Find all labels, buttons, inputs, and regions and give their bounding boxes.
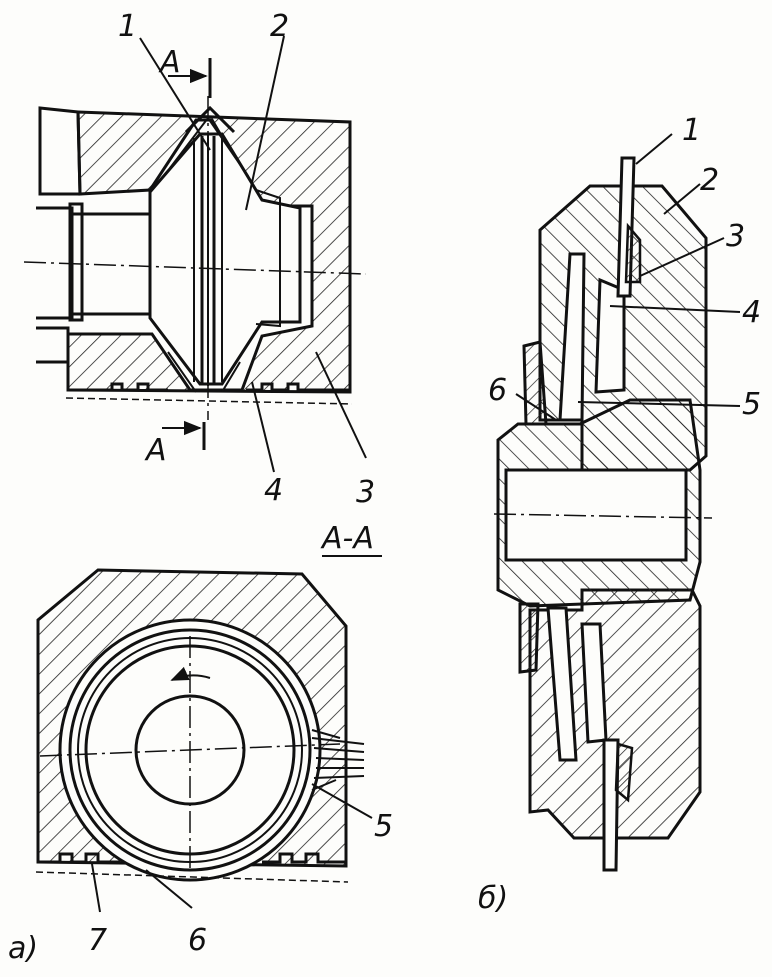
feed-lines <box>311 729 365 791</box>
taper-insert-upper-2 <box>594 277 626 394</box>
central-cavity <box>148 132 302 386</box>
label-a-2: 2 <box>270 9 289 44</box>
taper-insert-lower-2 <box>580 622 608 744</box>
caption-b: б) <box>478 881 508 916</box>
blade-clamp-upper <box>624 222 642 284</box>
cross-base-line <box>35 871 349 883</box>
blade-lower <box>602 738 620 872</box>
label-section-bottom: A <box>144 433 167 468</box>
label-a-6: 6 <box>188 923 207 958</box>
label-a-3: 3 <box>356 475 375 510</box>
label-a-1: 1 <box>118 9 137 44</box>
caption-a: а) <box>8 931 38 966</box>
view-b-tool-section <box>493 133 741 872</box>
labels-view-b: 1 2 3 4 5 6 б) <box>478 113 761 916</box>
label-a-7: 7 <box>88 923 107 958</box>
leader-b4 <box>609 305 741 313</box>
label-b-6: 6 <box>488 373 507 408</box>
leader-a5 <box>311 783 373 819</box>
leader-b6 <box>515 393 557 421</box>
lower-left-block <box>36 326 70 364</box>
labels-view-a: 1 2 A A 4 3 A-A 5 7 6 а) <box>8 9 393 966</box>
label-section-top: A <box>158 45 181 80</box>
leader-b3 <box>639 237 725 277</box>
leader-a7 <box>91 863 101 913</box>
base-line <box>65 397 353 405</box>
rotation-arrow <box>170 666 211 681</box>
taper-insert-lower <box>546 606 578 762</box>
label-b-5: 5 <box>742 387 761 422</box>
leader-a6 <box>145 869 193 909</box>
label-section-title: A-A <box>320 521 374 556</box>
label-a-5: 5 <box>374 809 393 844</box>
ring-middle <box>68 628 312 872</box>
cross-teeth <box>38 852 346 864</box>
leader-a3 <box>315 351 367 459</box>
blade-clamp-lower <box>614 742 634 803</box>
view-a-longitudinal-section <box>23 35 367 473</box>
label-b-1: 1 <box>682 113 701 148</box>
bottom-teeth-right <box>246 382 350 392</box>
taper-insert-upper <box>558 252 586 422</box>
shank-flange <box>68 202 84 322</box>
leader-a1 <box>139 37 211 151</box>
collar-lower <box>518 602 540 674</box>
bottom-teeth-left <box>68 382 168 392</box>
leader-a2 <box>245 35 285 211</box>
label-a-4: 4 <box>264 473 283 508</box>
upper-left-block <box>38 106 82 196</box>
view-a-cross-section <box>35 568 373 913</box>
leader-a4 <box>251 381 275 473</box>
bore-axis <box>493 513 713 519</box>
leader-b5 <box>577 401 741 407</box>
leader-b2 <box>663 183 701 215</box>
horizontal-axis <box>23 261 367 275</box>
label-b-3: 3 <box>726 219 745 254</box>
leader-b1 <box>635 133 673 165</box>
label-b-4: 4 <box>742 295 761 330</box>
label-b-2: 2 <box>700 163 719 198</box>
